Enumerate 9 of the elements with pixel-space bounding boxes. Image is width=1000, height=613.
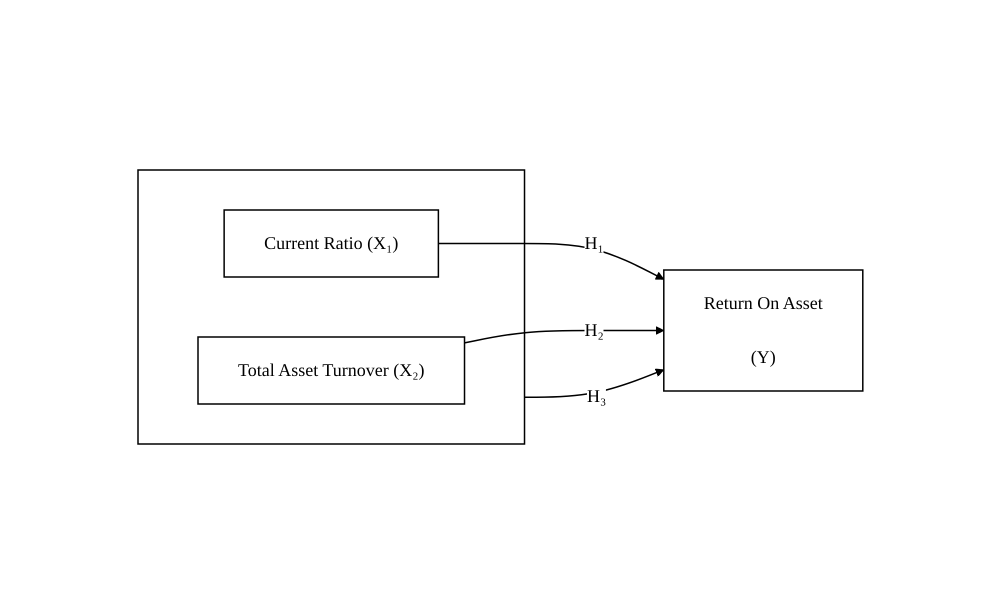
node-box: Return On Asset (Y)	[662, 268, 864, 392]
node-box: Total Asset Turnover (X₂)	[196, 336, 465, 404]
cluster	[136, 168, 525, 444]
edge-label: H₁	[584, 232, 604, 252]
edge-label: H₃	[586, 385, 606, 406]
arrow	[438, 242, 664, 280]
node-box: Current Ratio (X₁)	[222, 208, 439, 278]
edge-label: H₂	[584, 320, 604, 340]
arrow	[464, 326, 664, 344]
